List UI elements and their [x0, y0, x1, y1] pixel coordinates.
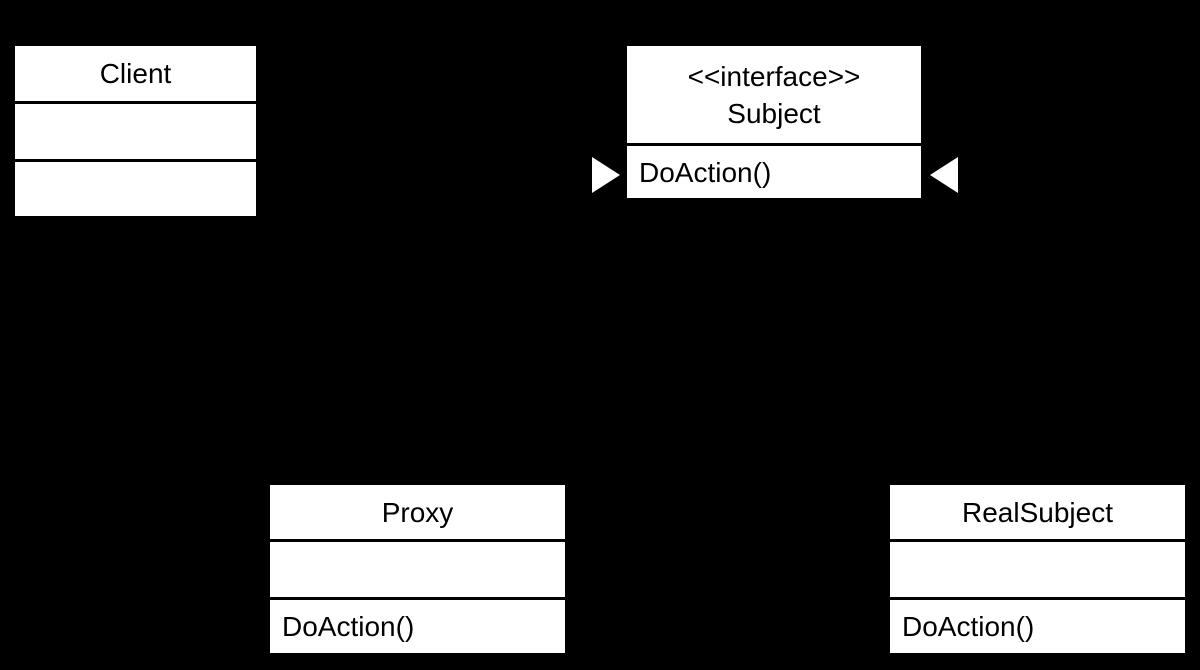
- realsubject-attributes-compartment: [890, 539, 1185, 597]
- client-class-name: Client: [99, 58, 172, 89]
- proxy-method: DoAction(): [270, 597, 565, 653]
- subject-method: DoAction(): [627, 143, 921, 198]
- proxy-attributes-compartment: [270, 539, 565, 597]
- class-box-subject: <<interface>> Subject DoAction(): [625, 44, 923, 200]
- realization-arrowhead-right-icon: [930, 157, 958, 193]
- class-box-client: Client: [13, 44, 258, 218]
- realsubject-class-name: RealSubject: [962, 496, 1113, 528]
- proxy-class-name: Proxy: [381, 496, 454, 528]
- subject-class-name: Subject: [727, 97, 821, 129]
- client-methods-compartment: [15, 159, 256, 216]
- class-box-proxy: Proxy DoAction(): [268, 483, 567, 655]
- subject-header: <<interface>> Subject: [627, 46, 921, 143]
- class-box-realsubject: RealSubject DoAction(): [888, 483, 1187, 655]
- client-attributes-compartment: [15, 101, 256, 159]
- realization-arrowhead-left-icon: [592, 157, 620, 193]
- subject-stereotype: <<interface>>: [687, 60, 861, 92]
- realsubject-method: DoAction(): [890, 597, 1185, 653]
